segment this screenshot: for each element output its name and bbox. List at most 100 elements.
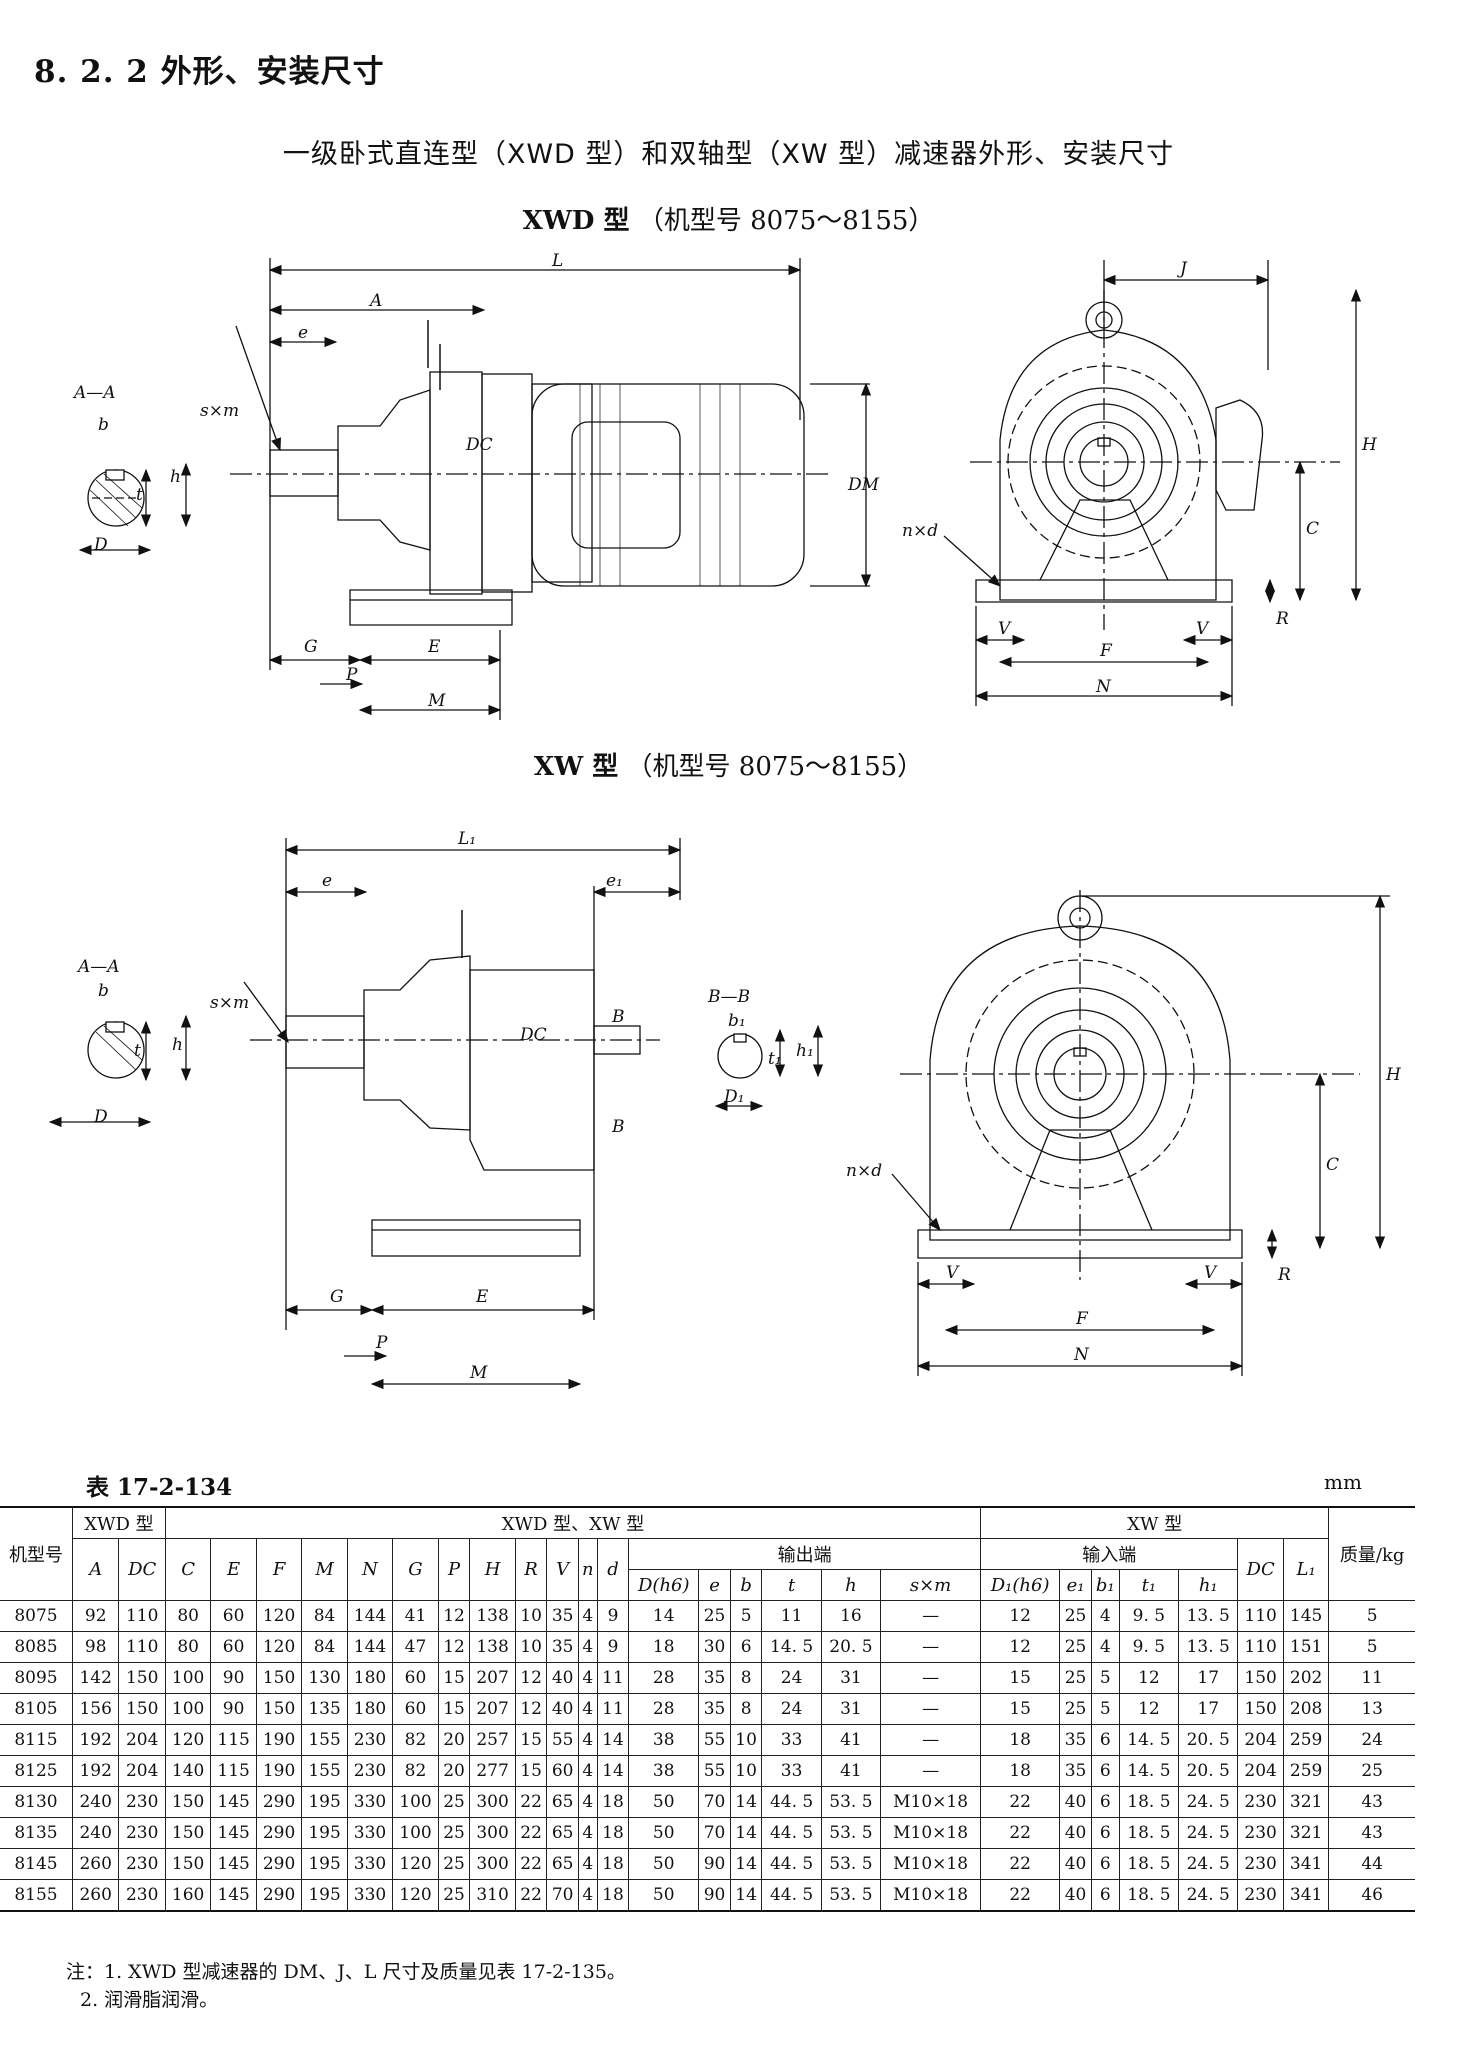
table-cell: 55 [698,1755,731,1787]
table-cell: 14. 5 [1118,1724,1180,1756]
table-cell: 28 [628,1662,700,1694]
table-cell: 8155 [0,1879,73,1912]
table-cell: 115 [210,1755,257,1787]
table-cell: 120 [392,1848,439,1880]
table-cell: 6 [1090,1848,1120,1880]
table-cell: 11 [761,1600,822,1632]
table-cell: 138 [469,1631,516,1663]
col-sxm: s×m [880,1569,982,1601]
table-cell: 38 [628,1724,700,1756]
table-cell: 24 [761,1662,822,1694]
table-cell: 144 [346,1631,394,1663]
table-cell: 321 [1282,1817,1330,1849]
table-cell: 100 [164,1662,212,1694]
label-D: D [93,535,108,555]
table-cell: — [880,1662,982,1694]
group-both: XWD 型、XW 型 [164,1506,982,1539]
label-V-left: V [998,619,1012,639]
col-P: P [437,1538,471,1601]
table-cell: 8105 [0,1693,73,1725]
xw-label-B-top: B [611,1007,625,1027]
xwd-end-view-housing [999,329,1217,601]
col-F: F [255,1538,303,1601]
label-DM: DM [847,475,880,495]
table-cell: 12 [437,1600,471,1632]
table-cell: 240 [71,1817,120,1849]
table-cell: 25 [1328,1755,1415,1787]
table-cell: 84 [301,1631,348,1663]
table-cell: 6 [1090,1879,1120,1912]
table-cell: 330 [346,1786,394,1818]
label-DC: DC [465,435,493,455]
table-cell: 207 [469,1662,516,1694]
table-cell: 18. 5 [1118,1879,1180,1912]
table-cell: 180 [346,1693,394,1725]
table-cell: 140 [164,1755,212,1787]
table-cell: 341 [1282,1879,1330,1912]
col-D1: D₁(h6) [980,1569,1061,1601]
label-b: b [98,415,109,435]
xw-housing-rear [469,969,595,1171]
xw-caption: XW 型 （机型号 8075～8155） [0,746,1457,783]
table-cell: 22 [980,1817,1061,1849]
table-cell: 24. 5 [1178,1879,1239,1912]
label-nxd: n×d [902,521,938,541]
group-xw: XW 型 [980,1506,1330,1539]
table-cell: 150 [164,1786,212,1818]
label-aa: A—A [72,383,116,403]
table-cell: 18. 5 [1118,1817,1180,1849]
table-cell: 35 [1059,1724,1092,1756]
label-sxm: s×m [200,401,239,421]
table-cell: 130 [301,1662,348,1694]
xwd-reducer-housing [337,389,431,551]
group-xwd: XWD 型 [71,1506,166,1539]
table-cell: 4 [577,1755,598,1787]
label-E: E [427,637,441,657]
table-cell: 4 [1090,1631,1120,1663]
table-cell: 4 [577,1600,598,1632]
table-cell: 22 [980,1879,1061,1912]
table-cell: 204 [118,1755,166,1787]
table-cell: 18 [596,1879,630,1912]
table-cell: 90 [210,1693,257,1725]
group-output: 输出端 [628,1538,982,1570]
table-cell: 24 [1328,1724,1415,1756]
table-cell: 31 [820,1662,882,1694]
table-cell: 25 [1059,1693,1092,1725]
table-cell: 24. 5 [1178,1817,1239,1849]
table-cell: 20. 5 [1178,1724,1239,1756]
table-cell: 110 [1237,1600,1284,1632]
table-cell: 50 [628,1848,700,1880]
table-cell: 18 [980,1755,1061,1787]
table-cell: 4 [1090,1600,1120,1632]
table-cell: 230 [118,1817,166,1849]
label-P: P [345,665,358,685]
xwd-caption-range: （机型号 8075～8155） [637,206,935,236]
table-cell: 84 [301,1600,348,1632]
table-cell: 277 [469,1755,516,1787]
table-cell: 35 [698,1693,731,1725]
table-cell: 14 [628,1600,700,1632]
table-cell: 60 [546,1755,579,1787]
table-cell: M10×18 [880,1848,982,1880]
xw-label-t: t [134,1041,141,1061]
table-cell: 6 [1090,1755,1120,1787]
label-h: h [170,467,181,487]
label-R: R [1275,609,1289,629]
table-cell: 53. 5 [820,1848,882,1880]
table-cell: 145 [210,1817,257,1849]
xwd-caption: XWD 型 （机型号 8075～8155） [0,200,1457,237]
table-cell: 15 [980,1662,1061,1694]
table-cell: 44. 5 [761,1848,822,1880]
table-cell: 50 [628,1879,700,1912]
col-G: G [392,1538,439,1601]
table-cell: 321 [1282,1786,1330,1818]
table-cell: 80 [164,1631,212,1663]
table-cell: 40 [1059,1848,1092,1880]
table-cell: 204 [1237,1724,1284,1756]
table-cell: 240 [71,1786,120,1818]
table-cell: 53. 5 [820,1879,882,1912]
